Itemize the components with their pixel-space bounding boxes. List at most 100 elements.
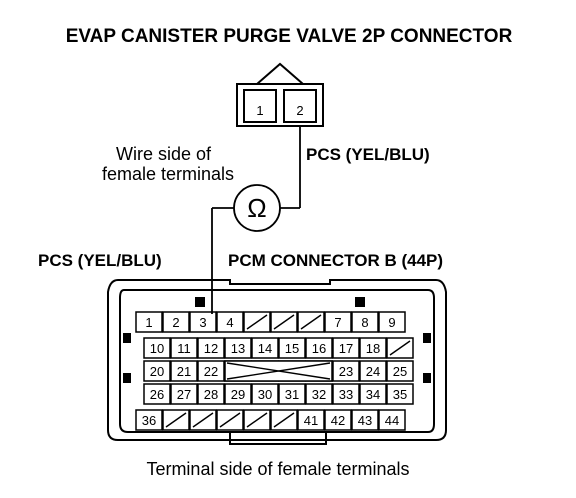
terminal-number-18: 18 [366,341,380,356]
latch-top-right [355,297,365,307]
terminal-number-7: 7 [334,315,341,330]
terminal-number-27: 27 [177,387,191,402]
terminal-cell [170,360,198,382]
terminal-cell [324,409,352,431]
housing-outer [107,279,447,441]
terminal-number-32: 32 [312,387,326,402]
terminal-number-25: 25 [393,364,407,379]
pcs-label-right: PCS (YEL/BLU) [306,145,430,164]
terminal-number-17: 17 [339,341,353,356]
terminal-number-1: 1 [145,315,152,330]
terminal-cell [216,311,244,333]
housing-inner [119,289,435,433]
terminal-cell [216,409,244,431]
terminal-cell [297,311,325,333]
terminal-cell [386,337,414,359]
terminal-cell [135,311,163,333]
empty-cavity-mark [192,412,214,428]
terminal-cell [270,409,298,431]
terminal-number-9: 9 [388,315,395,330]
terminal-cell [251,383,279,405]
terminal-number-21: 21 [177,364,191,379]
wire-side-label-line2: female terminals [102,164,234,184]
terminal-number-14: 14 [258,341,272,356]
terminal-cell [305,383,333,405]
terminal-cell [351,311,379,333]
terminal-cell [197,383,225,405]
terminal-cell [197,337,225,359]
terminal-number-31: 31 [285,387,299,402]
terminal-cell [305,337,333,359]
terminal-cell [143,337,171,359]
terminal-cell [332,337,360,359]
terminal-cell [332,360,360,382]
terminal-number-26: 26 [150,387,164,402]
wire-side-label-line1: Wire side of [116,144,212,164]
latch-bottom [229,431,327,445]
terminal-cell [332,383,360,405]
terminal-number-4: 4 [226,315,233,330]
terminal-cell [251,337,279,359]
terminal-number-35: 35 [393,387,407,402]
diagram-title: EVAP CANISTER PURGE VALVE 2P CONNECTOR [66,26,513,47]
latch-top-left [195,297,205,307]
terminal-cell [278,383,306,405]
terminal-number-36: 36 [142,413,156,428]
terminal-number-12: 12 [204,341,218,356]
terminal-cell [243,311,271,333]
pcm-connector-label: PCM CONNECTOR B (44P) [228,251,443,270]
terminal-cell [135,409,163,431]
terminal-cell [324,311,352,333]
terminal-number-44: 44 [385,413,399,428]
terminal-cell [162,311,190,333]
terminal-cell [170,383,198,405]
terminal-number-29: 29 [231,387,245,402]
side-notch-left [123,373,131,383]
terminal-number-43: 43 [358,413,372,428]
terminal-cell [359,383,387,405]
terminal-number-11: 11 [177,341,191,356]
terminal-side-label: Terminal side of female terminals [146,459,409,479]
terminal-number-42: 42 [331,413,345,428]
terminal-cell [297,409,325,431]
terminal-number-20: 20 [150,364,164,379]
side-tick-left [123,333,131,343]
side-notch-right [423,373,431,383]
valve-pin-2-label: 2 [296,103,303,118]
terminal-cell [162,409,190,431]
terminal-number-10: 10 [150,341,164,356]
valve-pin-box-1 [243,89,277,123]
terminal-cell [143,360,171,382]
terminal-cell [270,311,298,333]
empty-cavity-mark [273,314,295,330]
terminal-cell [224,383,252,405]
terminal-number-8: 8 [361,315,368,330]
terminal-cell [351,409,379,431]
terminal-cell [224,337,252,359]
empty-cavity-mark [165,412,187,428]
terminal-number-22: 22 [204,364,218,379]
connector-lock-tab [256,62,304,85]
empty-cavity-mark [219,412,241,428]
terminal-number-41: 41 [304,413,318,428]
terminal-number-24: 24 [366,364,380,379]
terminal-cell [359,360,387,382]
valve-pin-1-label: 1 [256,103,263,118]
terminal-cell [359,337,387,359]
terminal-cell [243,409,271,431]
terminal-cell [170,337,198,359]
side-tick-right [423,333,431,343]
pcm-connector-housing [107,279,447,445]
terminal-cell [278,337,306,359]
ohmmeter-icon: Ω [247,193,266,223]
terminal-cell [197,360,225,382]
empty-cavity-mark [246,314,268,330]
valve-pin-box-2 [283,89,317,123]
pcs-label-left: PCS (YEL/BLU) [38,251,162,270]
terminal-cell [378,311,406,333]
empty-cavity-mark [300,314,322,330]
empty-cavity-mark [246,412,268,428]
terminal-cell [378,409,406,431]
terminal-cell [189,409,217,431]
